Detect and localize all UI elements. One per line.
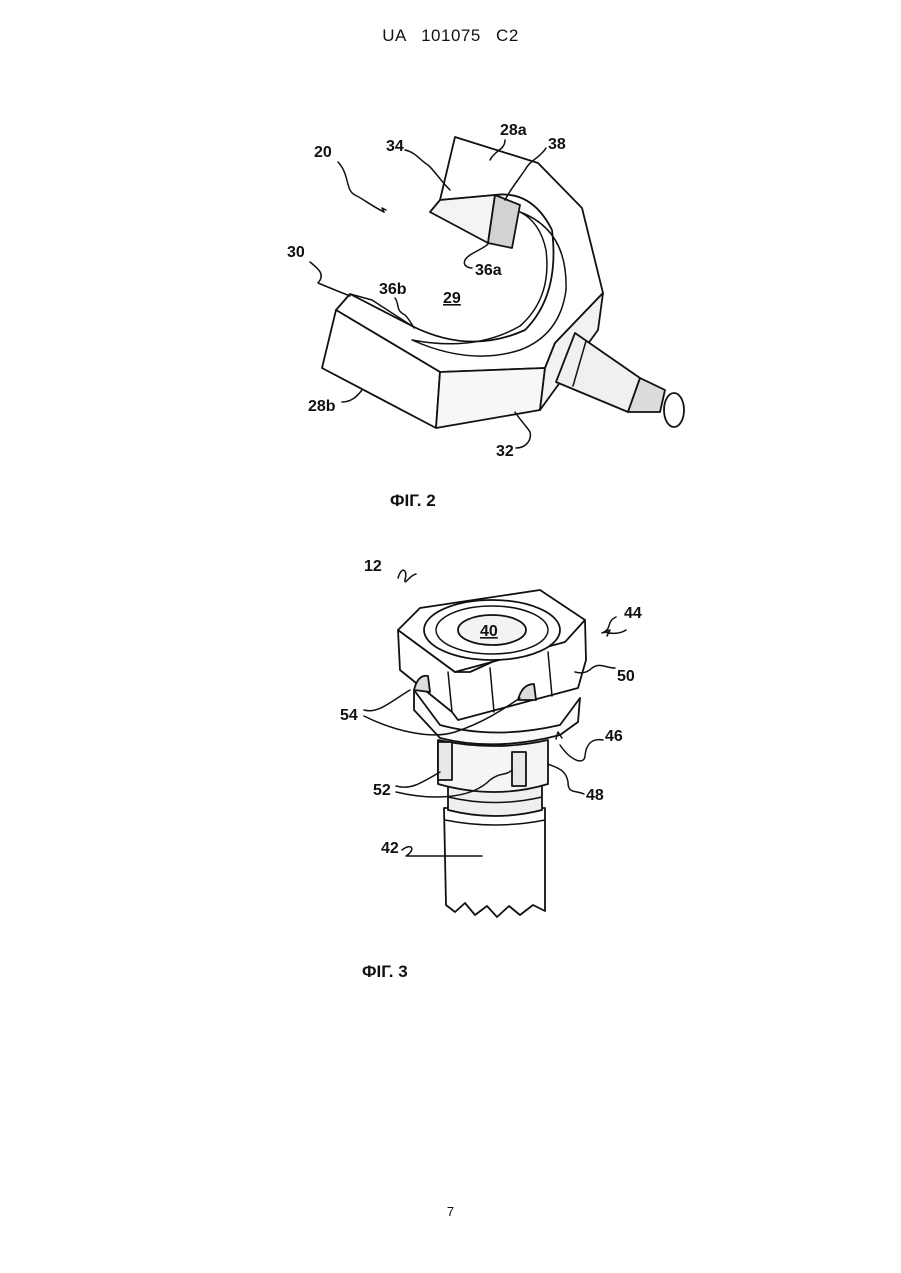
figure-3-caption: ФІГ. 3 <box>362 962 408 981</box>
leader-54-a <box>364 690 410 711</box>
clip-52-right <box>512 752 526 786</box>
clip-52-left <box>438 742 452 780</box>
ref-label-28b: 28b <box>308 398 336 415</box>
ref-label-54: 54 <box>340 707 358 724</box>
ref-label-36a: 36a <box>475 262 502 279</box>
jaw-28b-side-face <box>436 368 545 428</box>
ref-label-40: 40 <box>480 623 498 640</box>
collar-48 <box>438 740 548 792</box>
ref-label-32: 32 <box>496 443 514 460</box>
ref-label-12: 12 <box>364 558 382 575</box>
leader-20 <box>338 162 384 212</box>
ref-label-52: 52 <box>373 782 391 799</box>
ref-label-46: 46 <box>605 728 623 745</box>
ref-label-44: 44 <box>624 605 642 622</box>
ref-label-30: 30 <box>287 244 305 261</box>
page-number: 7 <box>0 1204 901 1219</box>
ref-label-29: 29 <box>443 290 461 307</box>
leader-32 <box>515 412 530 448</box>
ref-label-36b: 36b <box>379 281 407 298</box>
jaw-28a-block <box>430 195 495 243</box>
ref-label-50: 50 <box>617 668 635 685</box>
figure-3-drawing: 12 44 40 50 54 46 52 48 42 ФІГ. 3 <box>340 558 642 981</box>
ref-label-38: 38 <box>548 136 566 153</box>
leader-48 <box>548 764 584 794</box>
figure-2-drawing: 20 34 28a 38 30 36a 36b 29 28b 32 ФІГ. 2 <box>287 122 684 510</box>
figure-2-caption: ФІГ. 2 <box>390 491 436 510</box>
leader-12 <box>398 570 416 582</box>
ref-label-28a: 28a <box>500 122 527 139</box>
ref-label-20: 20 <box>314 144 332 161</box>
leader-30 <box>310 262 350 296</box>
fitting-knob <box>664 393 684 427</box>
ref-label-42: 42 <box>381 840 399 857</box>
leader-28b <box>342 390 362 402</box>
leader-46 <box>560 740 603 761</box>
ref-label-48: 48 <box>586 787 604 804</box>
leader-52-a <box>396 772 440 787</box>
ref-label-34: 34 <box>386 138 404 155</box>
